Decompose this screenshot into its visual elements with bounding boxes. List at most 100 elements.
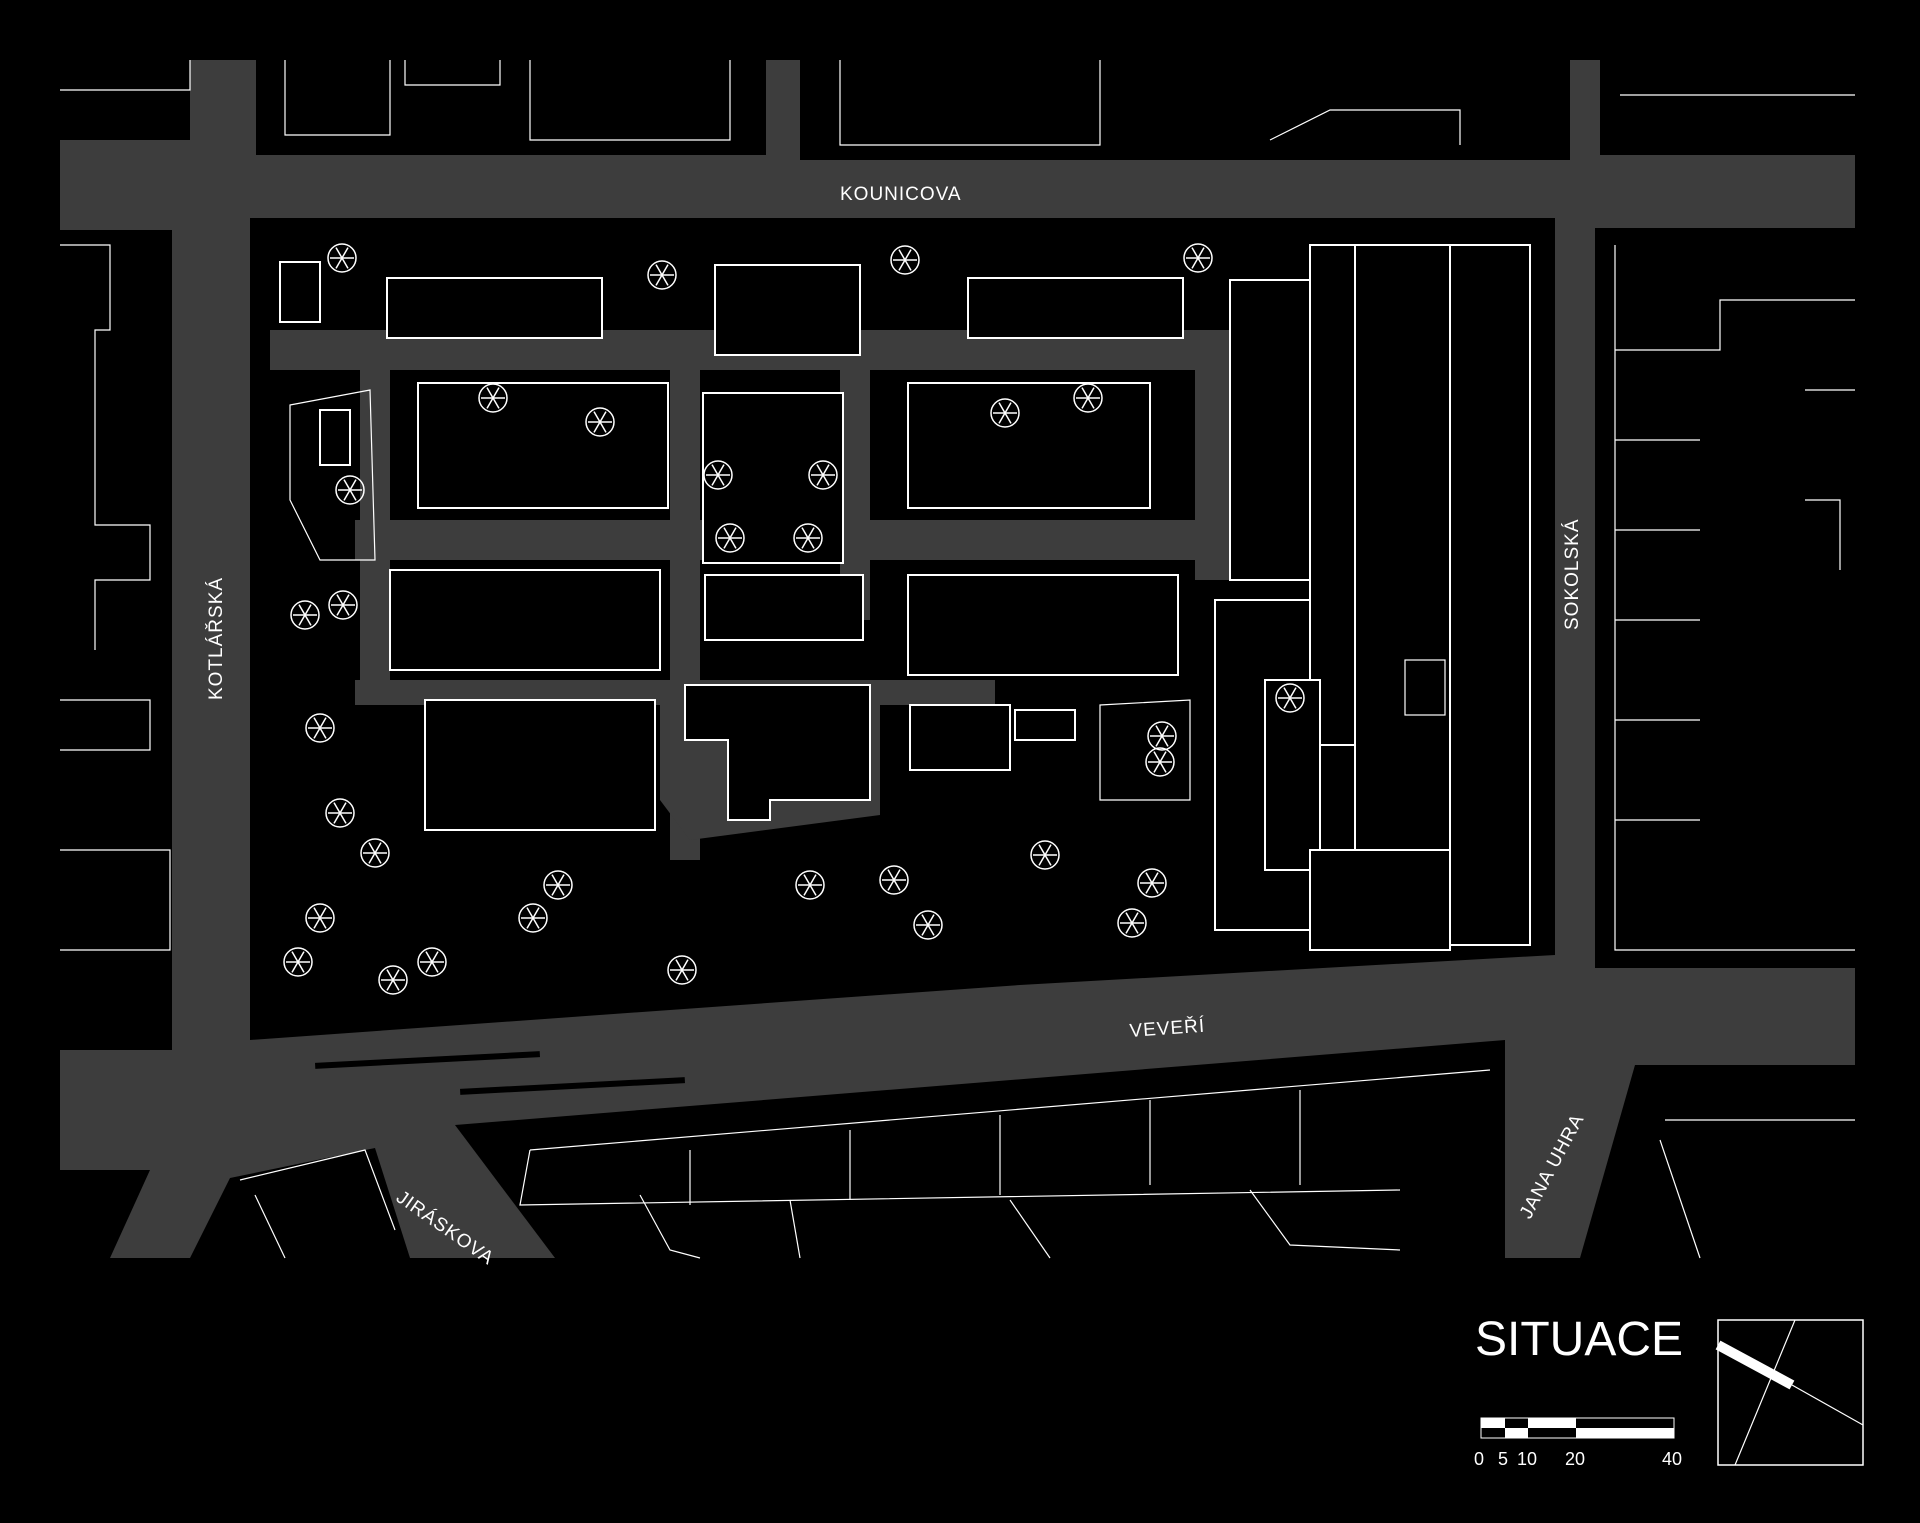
tree-branch (557, 884, 565, 896)
tree-branch (368, 842, 376, 854)
tree-branch (655, 264, 663, 276)
tree-branch (711, 474, 719, 486)
tree-branch (342, 604, 350, 616)
tree-icon (325, 798, 355, 828)
tree-icon (1030, 840, 1060, 870)
tree-branch (1131, 922, 1139, 934)
tree-icon (360, 838, 390, 868)
tree-icon (647, 260, 677, 290)
tree-branch (551, 874, 559, 886)
tree-icon (703, 460, 733, 490)
tree-branch (368, 852, 376, 864)
tree-branch (349, 479, 357, 491)
tree-branch (386, 979, 394, 991)
tree-branch (1197, 247, 1205, 259)
tree-icon (913, 910, 943, 940)
tree-icon (327, 243, 357, 273)
tree-branch (319, 727, 327, 739)
tree-branch (904, 259, 912, 271)
tree-branch (1044, 844, 1052, 856)
tree-icon (879, 865, 909, 895)
tree-branch (927, 924, 935, 936)
tree-icon (808, 460, 838, 490)
tree-branch (655, 274, 663, 286)
tree-branch (333, 802, 341, 814)
tree-branch (898, 259, 906, 271)
tree-branch (298, 604, 306, 616)
tree-branch (313, 917, 321, 929)
tree-branch (304, 604, 312, 616)
tree-branch (1004, 402, 1012, 414)
tree-branch (336, 594, 344, 606)
tree-branch (816, 464, 824, 476)
tree-branch (723, 527, 731, 539)
tree-branch (723, 537, 731, 549)
tree-branch (809, 874, 817, 886)
street-label-kounicova: KOUNICOVA (840, 184, 962, 205)
tree-branch (341, 257, 349, 269)
tree-branch (822, 474, 830, 486)
tree-branch (921, 914, 929, 926)
tree-branch (526, 907, 534, 919)
tree-branch (492, 387, 500, 399)
tree-branch (386, 969, 394, 981)
tree-branch (425, 951, 433, 963)
tree-branch (343, 489, 351, 501)
tree-icon (1147, 721, 1177, 751)
tree-branch (313, 907, 321, 919)
tree-branch (801, 537, 809, 549)
tree-icon (1117, 908, 1147, 938)
tree-branch (374, 852, 382, 864)
tree-branch (801, 527, 809, 539)
tree-branch (599, 421, 607, 433)
tree-branch (807, 527, 815, 539)
tree-branch (1155, 735, 1163, 747)
tree-branch (343, 479, 351, 491)
tree-branch (803, 884, 811, 896)
tree-branch (998, 412, 1006, 424)
scale-label-20: 20 (1565, 1449, 1585, 1469)
tree-branch (893, 879, 901, 891)
tree-branch (291, 961, 299, 973)
tree-icon (795, 870, 825, 900)
street-label-veveri: VEVEŘÍ (1129, 1015, 1206, 1042)
tree-branch (898, 249, 906, 261)
street-markings (314, 1051, 686, 1095)
tree-branch (822, 464, 830, 476)
tree-branch (1044, 854, 1052, 866)
tree-branch (1283, 687, 1291, 699)
tree-branch (1159, 761, 1167, 773)
tree-branch (1081, 387, 1089, 399)
tree-branch (1191, 257, 1199, 269)
tree-icon (793, 523, 823, 553)
tree-branch (887, 879, 895, 891)
tree-branch (1197, 257, 1205, 269)
tree-branch (729, 527, 737, 539)
tree-branch (717, 474, 725, 486)
tree-icon (667, 955, 697, 985)
tree-branch (729, 537, 737, 549)
tree-branch (374, 842, 382, 854)
tree-icon (543, 870, 573, 900)
tree-branch (1289, 687, 1297, 699)
tree-branch (342, 594, 350, 606)
tree-branch (921, 924, 929, 936)
tree-branch (431, 951, 439, 963)
tree-branch (593, 411, 601, 423)
tree-icon (585, 407, 615, 437)
tree-branch (319, 907, 327, 919)
tree-branch (304, 614, 312, 626)
buildings (279, 244, 1531, 951)
tree-branch (1145, 872, 1153, 884)
tree-branch (1151, 882, 1159, 894)
scale-bar: 0 5 10 20 40 (1474, 1417, 1682, 1469)
tree-branch (291, 951, 299, 963)
tree-icon (1145, 747, 1175, 777)
tree-branch (339, 812, 347, 824)
tree-branch (1151, 872, 1159, 884)
tree-branch (675, 969, 683, 981)
tree-branch (425, 961, 433, 973)
tree-branch (1161, 725, 1169, 737)
surrounding-buildings (60, 60, 1855, 1259)
